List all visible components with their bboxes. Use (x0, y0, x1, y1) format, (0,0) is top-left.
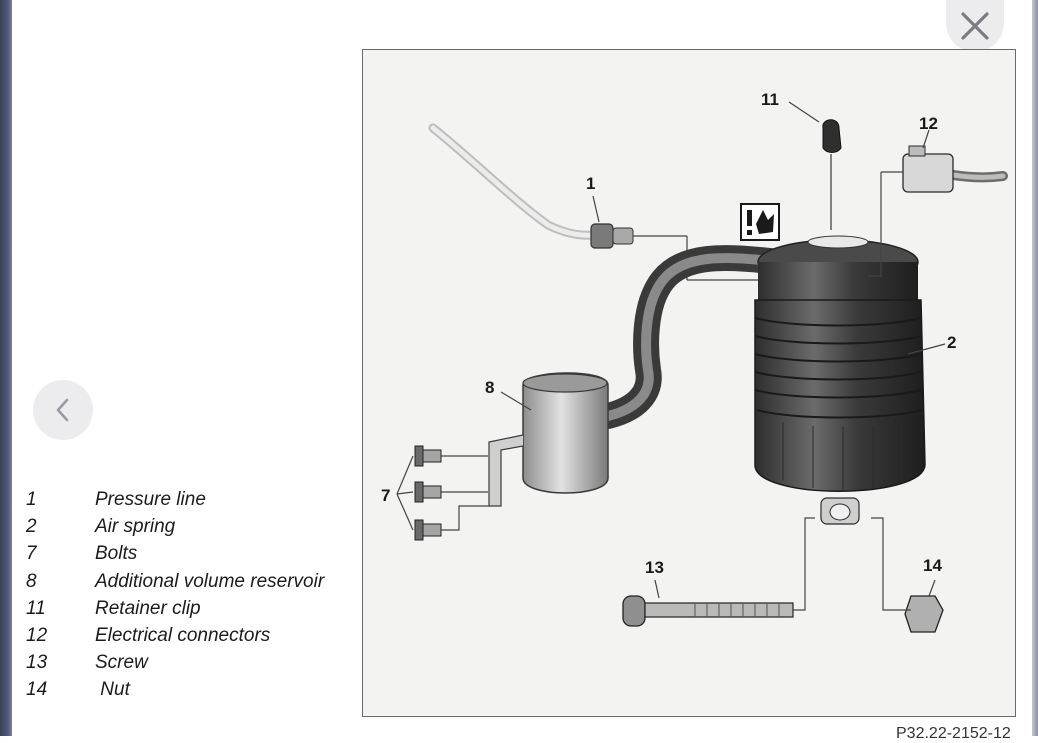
legend-number: 8 (26, 570, 37, 592)
caution-symbol-icon (740, 203, 780, 241)
legend-number: 7 (26, 543, 37, 565)
callout-7: 7 (381, 486, 391, 505)
callout-8: 8 (485, 378, 495, 397)
legend-item: 2 Air spring (26, 513, 362, 540)
callout-1: 1 (586, 174, 596, 193)
screw-shape (622, 517, 815, 627)
callout-2: 2 (947, 333, 957, 352)
close-icon (961, 12, 989, 40)
retainer-clip-shape (788, 101, 842, 230)
legend-label: Nut (95, 679, 130, 701)
window-frame-left (0, 0, 12, 736)
parts-legend: 1 Pressure line 2 Air spring 7 Bolts 8 Addit… (26, 486, 362, 704)
callout-13: 13 (645, 558, 664, 577)
legend-number: 11 (26, 597, 46, 619)
legend-label: Air spring (95, 516, 176, 538)
legend-number: 1 (26, 489, 37, 510)
reservoir-shape (488, 372, 609, 507)
close-button[interactable] (946, 0, 1004, 52)
legend-label: Retainer clip (95, 597, 201, 619)
callout-12: 12 (919, 114, 938, 133)
legend-item: 12 Electrical connectors (26, 622, 362, 649)
connecting-hose (595, 245, 791, 429)
legend-number: 2 (26, 516, 37, 538)
legend-label: Bolts (95, 543, 138, 565)
legend-label: Additional volume reservoir (95, 570, 325, 592)
leader-line-8 (500, 391, 532, 411)
pressure-line-tube (428, 123, 600, 240)
air-spring-body (754, 235, 926, 525)
legend-number: 13 (26, 652, 48, 674)
legend-item: 8 Additional volume reservoir (26, 568, 362, 595)
legend-item: 11 Retainer clip (26, 595, 362, 622)
leader-line-2 (907, 343, 946, 355)
legend-label: Pressure line (95, 489, 206, 510)
bolts-group (396, 445, 489, 541)
legend-number: 12 (26, 624, 48, 646)
electrical-connector-shape (868, 129, 1008, 277)
previous-button[interactable] (33, 380, 93, 440)
legend-number: 14 (26, 679, 48, 701)
legend-item: 13 Screw (26, 649, 362, 676)
chevron-left-icon (56, 398, 69, 422)
leader-line-1 (592, 195, 600, 223)
callout-11: 11 (761, 90, 779, 109)
legend-item: 7 Bolts (26, 540, 362, 567)
legend-label: Electrical connectors (95, 624, 271, 646)
legend-label: Screw (95, 652, 148, 674)
pressure-line-fitting (590, 223, 775, 281)
callout-14: 14 (923, 556, 942, 575)
figure-reference-code: P32.22-2152-12 (896, 725, 1011, 742)
legend-item: 1 Pressure line (26, 486, 362, 513)
window-frame-right (1032, 0, 1038, 736)
nut-shape (871, 517, 944, 633)
legend-item: 14 Nut (26, 676, 362, 703)
air-spring-diagram: 1 2 7 8 11 12 13 14 (362, 49, 1016, 717)
